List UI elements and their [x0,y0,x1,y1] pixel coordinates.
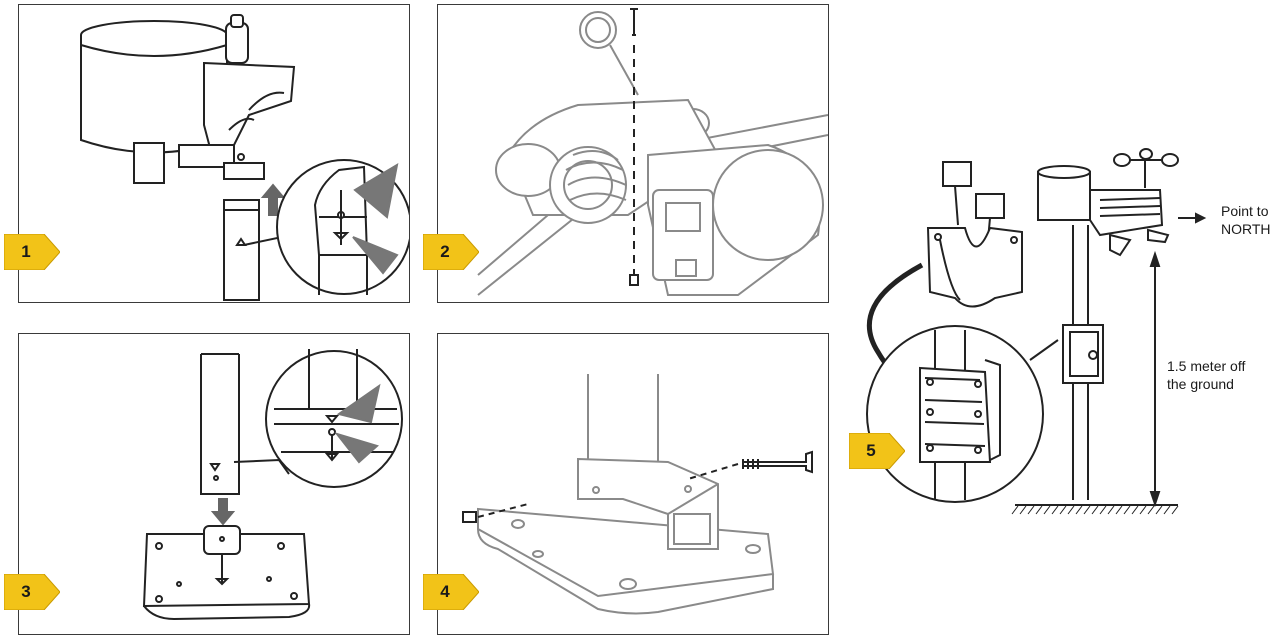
step-3-panel [18,333,410,635]
step-4-badge: 4 [423,574,479,610]
step-number: 4 [440,582,450,601]
height-label: 1.5 meter off the ground [1167,357,1245,393]
step-1-panel [18,4,410,303]
sensor-underside-screw-illustration [477,8,828,296]
mounting-installation-illustration [866,148,1207,515]
step-number: 3 [21,582,31,601]
step-3-badge: 3 [4,574,60,610]
north-label-line: Point to [1221,203,1269,219]
step-5-badge: 5 [849,433,905,469]
step-number: 1 [21,242,31,261]
height-label-line: the ground [1167,376,1234,392]
step-2-badge: 2 [423,234,479,270]
north-label: Point to NORTH [1221,202,1271,238]
bolt-through-base-illustration [462,374,813,615]
step-2-panel [437,4,829,303]
north-label-line: NORTH [1221,221,1271,237]
height-label-line: 1.5 meter off [1167,358,1246,374]
step-4-panel [437,333,829,635]
sensor-rain-collector-illustration [80,14,409,301]
pole-into-base-illustration [142,349,403,621]
step-1-badge: 1 [4,234,60,270]
step-number: 2 [440,242,450,261]
step-number: 5 [866,441,876,460]
